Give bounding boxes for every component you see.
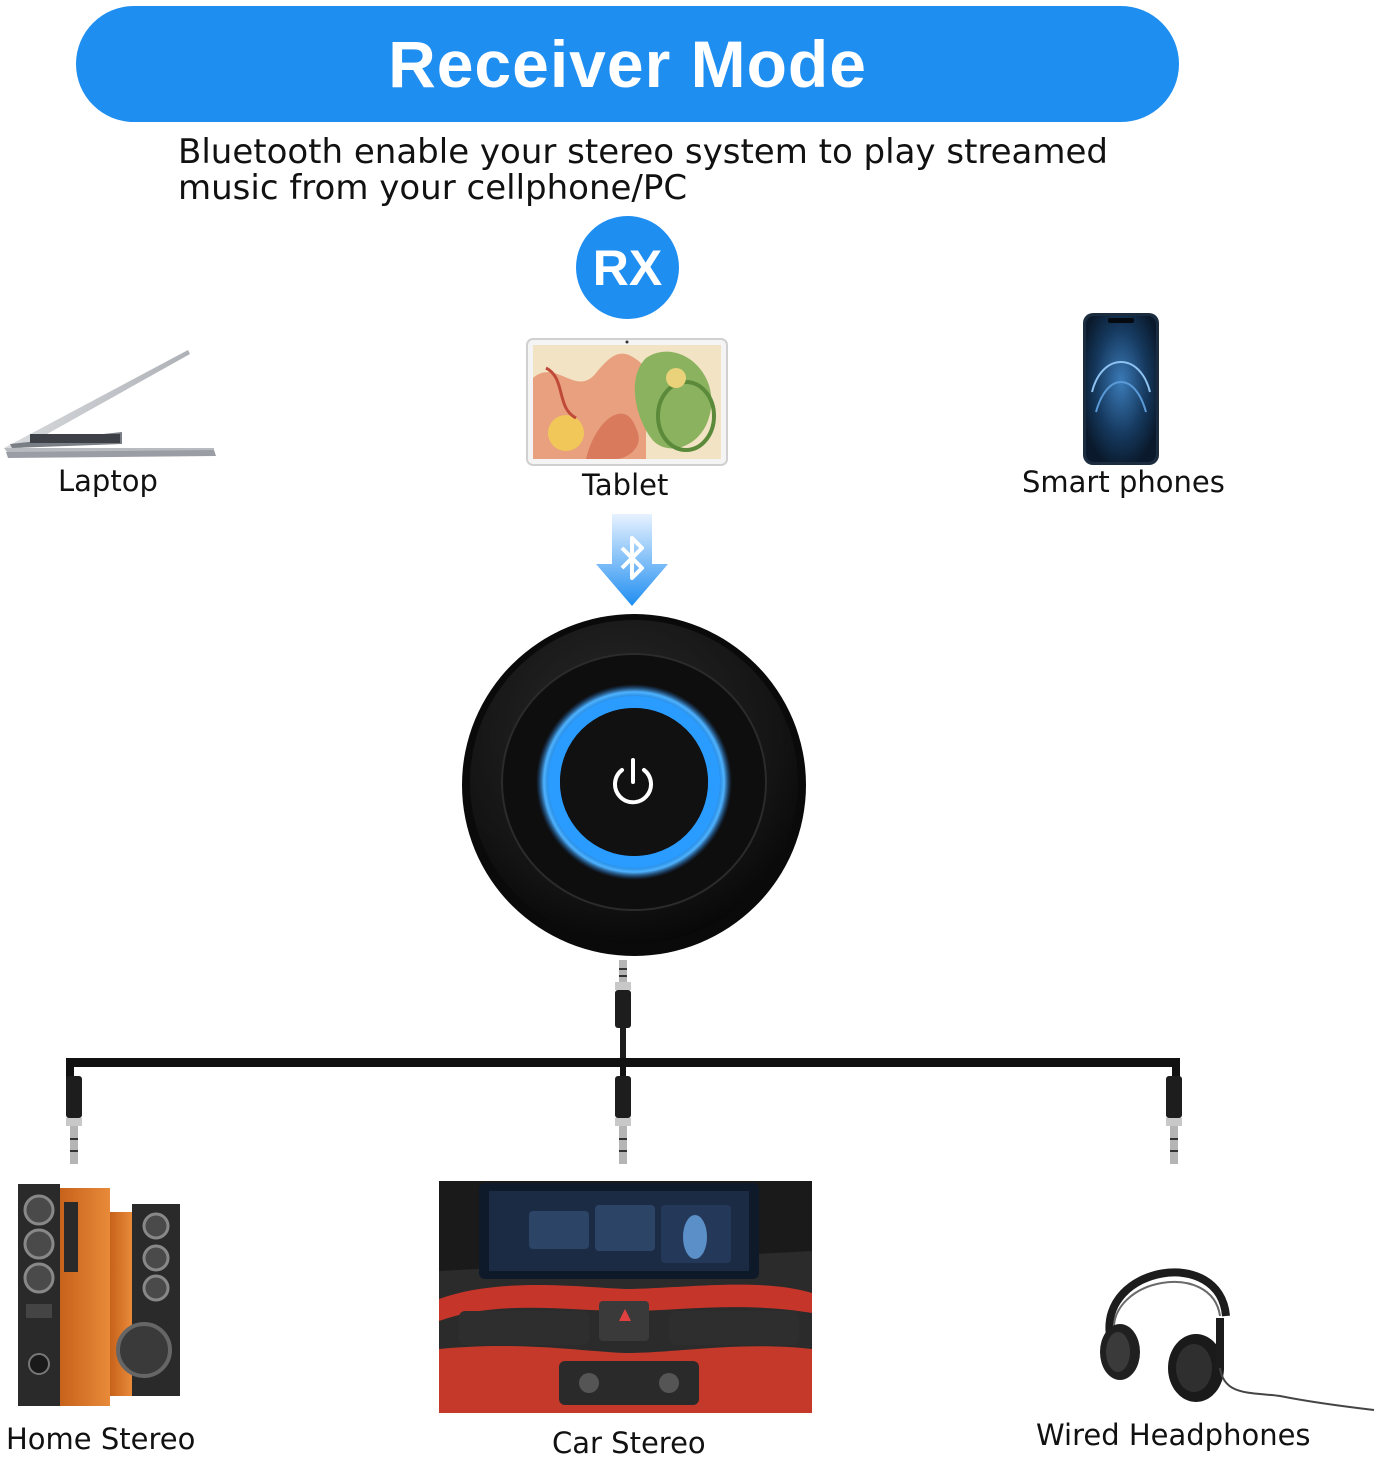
laptop-label: Laptop [58,464,158,498]
headphones-icon [1090,1256,1376,1420]
speaker-icon [14,1182,186,1408]
subtitle-line-1: Bluetooth enable your stereo system to p… [178,132,1109,172]
subtitle-line-2: music from your cellphone/PC [178,168,688,208]
power-icon [608,756,658,810]
smartphone-label: Smart phones [1022,465,1225,499]
tablet-label: Tablet [582,468,669,502]
home-stereo-label: Home Stereo [6,1422,196,1456]
aux-cable-splitter [0,958,1377,1173]
car-stereo-label: Car Stereo [552,1426,706,1460]
laptop-icon [2,348,218,460]
rx-badge: RX [576,216,679,319]
car-dashboard-icon [439,1181,812,1413]
title-banner: Receiver Mode [76,6,1179,122]
subtitle: Bluetooth enable your stereo system to p… [178,134,1138,206]
page-title: Receiver Mode [388,27,867,101]
tablet-icon [526,338,728,466]
rx-label: RX [592,239,663,296]
wired-headphones-label: Wired Headphones [1036,1418,1311,1452]
bluetooth-arrow-icon [596,514,668,608]
smartphone-icon [1082,312,1160,466]
